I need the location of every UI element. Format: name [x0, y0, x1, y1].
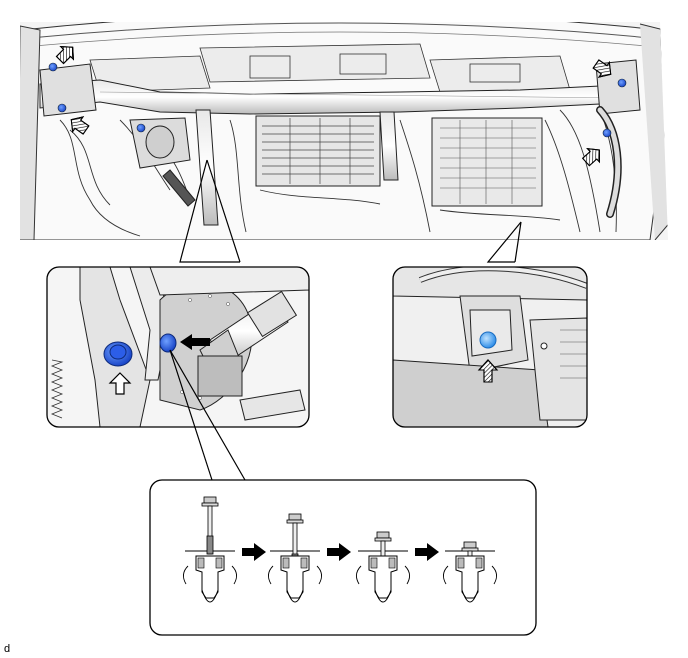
dashboard-overview — [20, 22, 668, 240]
callout-leader — [169, 349, 246, 481]
hvac-unit — [255, 115, 381, 187]
step-arrow-icon — [242, 543, 266, 561]
hatched-arrow-icon — [55, 45, 75, 65]
callout-leader — [179, 159, 522, 263]
overview-bolt-2 — [57, 103, 67, 113]
install-step-2 — [268, 513, 322, 603]
install-step-4 — [443, 541, 497, 603]
hatched-arrow-icon — [581, 147, 600, 167]
blue-bolt-small — [159, 333, 177, 353]
step-arrow-icon — [327, 543, 351, 561]
hatched-arrow-icon — [592, 59, 612, 78]
center-bracket-clip — [392, 266, 588, 428]
blue-bolt-flange — [103, 341, 133, 367]
step-arrow-icon — [415, 543, 439, 561]
hollow-arrow-icon — [108, 372, 132, 395]
overview-bolt-3 — [136, 123, 146, 133]
hatched-arrow-icon — [477, 359, 499, 383]
clip-installation-steps — [149, 479, 537, 636]
solid-arrow-icon — [180, 334, 210, 350]
overview-bolt-5 — [602, 128, 612, 138]
figure-code: d — [4, 643, 11, 655]
electronics-box — [431, 117, 543, 207]
hatched-arrow-icon — [70, 116, 90, 135]
steering-support-bolts — [46, 266, 310, 428]
install-step-3 — [356, 531, 410, 603]
overview-bolt-1 — [48, 62, 58, 72]
light-blue-clip — [479, 331, 497, 349]
install-step-1 — [183, 496, 237, 603]
steering-column — [129, 117, 196, 207]
overview-bolt-4 — [617, 78, 627, 88]
